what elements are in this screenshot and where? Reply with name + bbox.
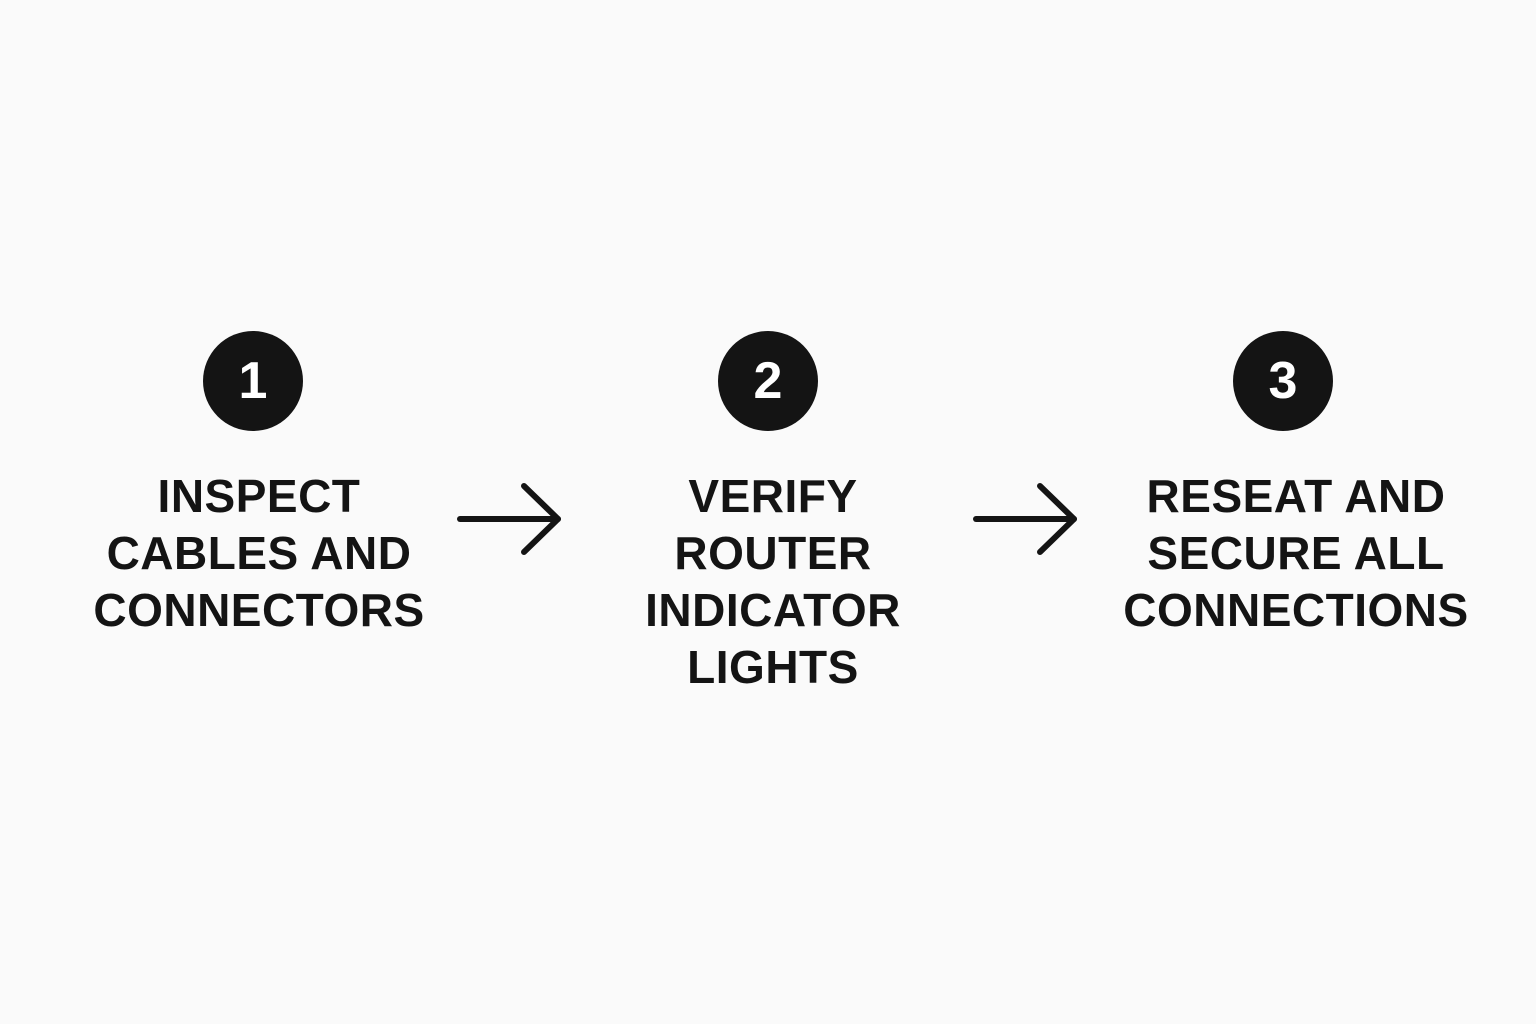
step-label-line: SECURE ALL (1147, 527, 1445, 579)
step-label-line: INDICATOR (645, 584, 901, 636)
step-number: 1 (238, 352, 268, 410)
step-label: VERIFY ROUTER INDICATOR LIGHTS (645, 468, 901, 696)
step-label-line: VERIFY (688, 470, 858, 522)
step-number-badge: 3 (1233, 331, 1333, 431)
step-number: 3 (1268, 352, 1298, 410)
step-label-line: ROUTER (674, 527, 872, 579)
arrow-right-icon (456, 482, 566, 556)
step-number-badge: 2 (718, 331, 818, 431)
step-3: 3 RESEAT AND SECURE ALL CONNECTIONS (1086, 331, 1506, 639)
step-1: 1 INSPECT CABLES AND CONNECTORS (49, 331, 469, 639)
step-label-line: LIGHTS (687, 641, 859, 693)
step-label-line: CONNECTORS (93, 584, 425, 636)
step-label-line: INSPECT (157, 470, 361, 522)
step-label-line: RESEAT AND (1146, 470, 1446, 522)
step-label: INSPECT CABLES AND CONNECTORS (93, 468, 424, 639)
step-label-line: CONNECTIONS (1123, 584, 1469, 636)
step-2: 2 VERIFY ROUTER INDICATOR LIGHTS (563, 331, 983, 696)
step-label-line: CABLES AND (106, 527, 412, 579)
step-label: RESEAT AND SECURE ALL CONNECTIONS (1123, 468, 1468, 639)
step-number-badge: 1 (203, 331, 303, 431)
step-number: 2 (753, 352, 783, 410)
arrow-right-icon (972, 482, 1082, 556)
